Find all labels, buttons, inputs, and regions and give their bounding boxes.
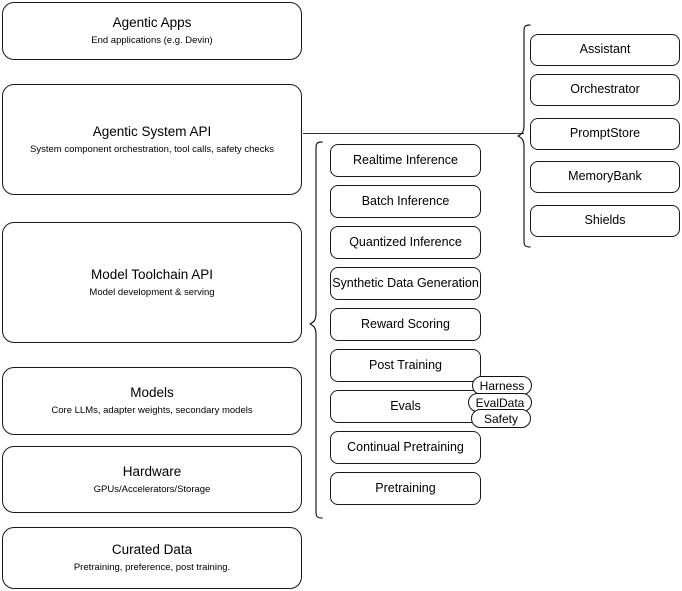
- layer-subtitle: System component orchestration, tool cal…: [30, 143, 274, 155]
- pill-label: EvalData: [475, 395, 525, 410]
- component-box-shields[interactable]: Shields: [530, 205, 680, 237]
- component-label: Shields: [584, 213, 626, 228]
- brace-middle-column: [309, 141, 323, 519]
- layer-box-agentic-apps[interactable]: Agentic Apps End applications (e.g. Devi…: [2, 2, 302, 60]
- component-label: MemoryBank: [568, 169, 642, 184]
- capability-box-post-training[interactable]: Post Training: [330, 349, 481, 382]
- layer-subtitle: Core LLMs, adapter weights, secondary mo…: [51, 405, 253, 416]
- component-box-promptstore[interactable]: PromptStore: [530, 118, 680, 150]
- capability-label: Batch Inference: [361, 193, 450, 208]
- component-box-memorybank[interactable]: MemoryBank: [530, 161, 680, 193]
- component-label: Orchestrator: [570, 82, 640, 97]
- layer-subtitle: GPUs/Accelerators/Storage: [93, 483, 211, 495]
- layer-box-hardware[interactable]: Hardware GPUs/Accelerators/Storage: [2, 446, 302, 513]
- layer-title: Hardware: [122, 463, 182, 479]
- pill-label: Harness: [479, 378, 525, 393]
- layer-title: Curated Data: [111, 542, 193, 558]
- layer-box-models[interactable]: Models Core LLMs, adapter weights, secon…: [2, 367, 302, 435]
- connector-line-agentic-system-api: [303, 133, 524, 134]
- layer-subtitle: Model development & serving: [89, 286, 215, 298]
- layer-title: Models: [130, 385, 174, 401]
- pill-label: Safety: [483, 411, 519, 426]
- layer-title: Model Toolchain API: [90, 266, 214, 282]
- component-box-assistant[interactable]: Assistant: [530, 34, 680, 66]
- evals-pill-safety[interactable]: Safety: [471, 409, 531, 428]
- capability-box-quantized-inference[interactable]: Quantized Inference: [330, 226, 481, 259]
- capability-box-evals[interactable]: Evals: [330, 390, 481, 423]
- capability-box-realtime-inference[interactable]: Realtime Inference: [330, 144, 481, 177]
- layer-subtitle: Pretraining, preference, post training.: [73, 562, 231, 573]
- capability-box-reward-scoring[interactable]: Reward Scoring: [330, 308, 481, 341]
- layer-box-agentic-system-api[interactable]: Agentic System API System component orch…: [2, 84, 302, 195]
- brace-right-column: [517, 24, 531, 248]
- capability-label: Synthetic Data Generation: [332, 275, 479, 290]
- capability-label: Reward Scoring: [361, 316, 450, 331]
- component-label: PromptStore: [569, 126, 641, 141]
- component-label: Assistant: [579, 42, 631, 57]
- capability-box-batch-inference[interactable]: Batch Inference: [330, 185, 481, 218]
- component-box-orchestrator[interactable]: Orchestrator: [530, 74, 680, 106]
- capability-box-pretraining[interactable]: Pretraining: [330, 472, 481, 505]
- capability-label: Realtime Inference: [353, 152, 458, 167]
- capability-box-continual-pretraining[interactable]: Continual Pretraining: [330, 431, 481, 464]
- evals-pill-evaldata[interactable]: EvalData: [468, 393, 532, 412]
- capability-label: Post Training: [369, 357, 442, 372]
- layer-subtitle: End applications (e.g. Devin): [91, 35, 213, 46]
- capability-label: Evals: [390, 398, 421, 413]
- layer-title: Agentic System API: [92, 123, 212, 139]
- capability-label: Pretraining: [375, 480, 436, 495]
- layer-box-curated-data[interactable]: Curated Data Pretraining, preference, po…: [2, 527, 302, 589]
- capability-label: Continual Pretraining: [347, 439, 464, 454]
- capability-label: Quantized Inference: [349, 234, 462, 249]
- layer-title: Agentic Apps: [112, 15, 192, 31]
- capability-box-synthetic-data-generation[interactable]: Synthetic Data Generation: [330, 267, 481, 300]
- layer-box-model-toolchain-api[interactable]: Model Toolchain API Model development & …: [2, 222, 302, 343]
